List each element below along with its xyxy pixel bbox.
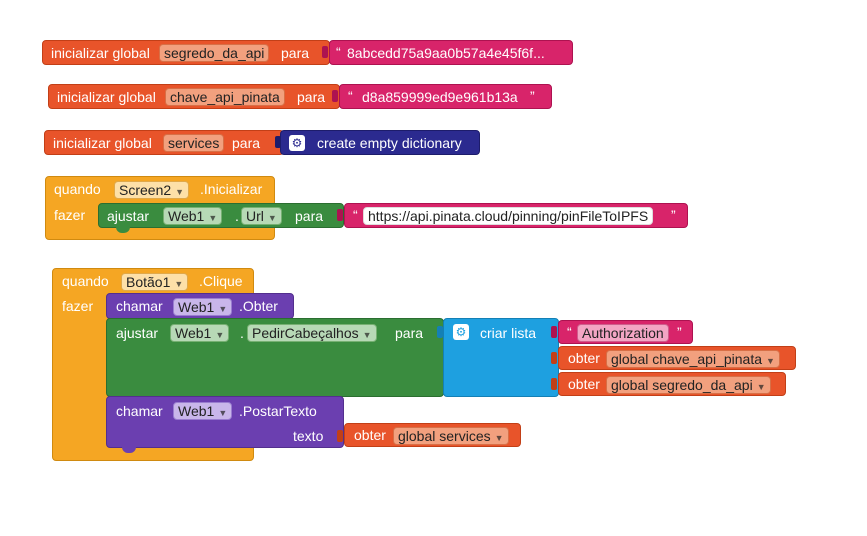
make-list-block[interactable]: ⚙ criar lista [443, 318, 559, 397]
obter-label: obter [568, 376, 600, 392]
chevron-down-icon: ▼ [766, 356, 775, 366]
value-socket [337, 209, 343, 221]
component-dropdown[interactable]: Botão1▼ [121, 273, 189, 291]
value-socket [437, 326, 443, 338]
dot-label: . [240, 325, 244, 341]
quote-close-icon: ” [671, 207, 676, 223]
para-label: para [297, 89, 326, 105]
quote-open-icon: “ [567, 324, 572, 340]
component-dropdown[interactable]: Web1▼ [173, 298, 233, 316]
set-request-headers-block[interactable]: ajustar Web1▼ . PedirCabeçalhos▼ para [106, 318, 444, 397]
text-block-api-secret[interactable]: “ 8abcedd75a9aa0b57a4e45f6f... [329, 40, 573, 65]
fazer-label: fazer [54, 207, 86, 223]
quote-open-icon: “ [348, 88, 353, 104]
fazer-label: fazer [62, 298, 94, 314]
component-dropdown[interactable]: Web1▼ [173, 402, 233, 420]
obter-label: obter [354, 427, 386, 443]
chevron-down-icon: ▼ [494, 433, 504, 443]
text-value[interactable]: Authorization [577, 324, 669, 342]
chevron-down-icon: ▼ [215, 330, 225, 340]
quote-open-icon: “ [353, 207, 358, 223]
init-label: inicializar global [53, 135, 152, 151]
block-notch [116, 227, 130, 233]
chamar-label: chamar [116, 403, 163, 419]
method-name: .Obter [239, 298, 278, 314]
value-socket [551, 378, 557, 390]
chevron-down-icon: ▼ [175, 187, 185, 197]
chevron-down-icon: ▼ [208, 213, 218, 223]
variable-dropdown[interactable]: global segredo_da_api▼ [606, 376, 771, 394]
get-global-segredo-block[interactable]: obter global segredo_da_api▼ [558, 372, 786, 396]
chamar-label: chamar [116, 298, 163, 314]
text-block-authorization[interactable]: “ Authorization ” [558, 320, 693, 344]
variable-name-field[interactable]: services [163, 134, 225, 152]
quote-open-icon: “ [336, 44, 341, 60]
list-label: criar lista [480, 325, 537, 341]
quote-close-icon: ” [677, 324, 682, 340]
obter-label: obter [568, 350, 600, 366]
value-socket [337, 430, 343, 442]
set-web-url-block[interactable]: ajustar Web1▼ . Url▼ para [98, 203, 344, 228]
init-label: inicializar global [57, 89, 156, 105]
chevron-down-icon: ▼ [218, 408, 228, 418]
text-block-api-key[interactable]: “ d8a859999ed9e961b13a ” [339, 84, 552, 109]
init-global-block-segredo[interactable]: inicializar global segredo_da_api para [42, 40, 330, 65]
variable-dropdown[interactable]: global chave_api_pinata▼ [606, 350, 780, 368]
para-label: para [232, 135, 261, 151]
chevron-down-icon: ▼ [362, 330, 372, 340]
init-global-block-chave[interactable]: inicializar global chave_api_pinata para [48, 84, 340, 109]
dot-label: . [235, 208, 239, 224]
text-value[interactable]: 8abcedd75a9aa0b57a4e45f6f... [347, 45, 545, 61]
init-global-block-services[interactable]: inicializar global services para [44, 130, 284, 155]
para-label: para [295, 208, 324, 224]
para-label: para [395, 325, 424, 341]
quote-close-icon: ” [530, 88, 535, 104]
value-socket [332, 90, 338, 102]
ajustar-label: ajustar [116, 325, 159, 341]
variable-name-field[interactable]: chave_api_pinata [165, 88, 285, 106]
event-name: .Inicializar [200, 181, 263, 197]
call-web-get-block[interactable]: chamar Web1▼ .Obter [106, 293, 294, 319]
screen-initialize-event[interactable]: quando Screen2▼ .Inicializar fazer [45, 176, 275, 240]
chevron-down-icon: ▼ [218, 304, 228, 314]
property-dropdown[interactable]: Url▼ [241, 207, 282, 225]
text-value[interactable]: d8a859999ed9e961b13a [362, 89, 518, 105]
component-dropdown[interactable]: Web1▼ [163, 207, 223, 225]
chevron-down-icon: ▼ [267, 213, 277, 223]
value-socket [275, 136, 281, 148]
component-dropdown[interactable]: Screen2▼ [114, 181, 190, 199]
get-global-services-block[interactable]: obter global services▼ [344, 423, 521, 447]
init-label: inicializar global [51, 45, 150, 61]
method-name: .PostarTexto [239, 403, 317, 419]
variable-name-field[interactable]: segredo_da_api [159, 44, 270, 62]
chevron-down-icon: ▼ [756, 382, 766, 392]
block-notch [122, 447, 136, 453]
value-socket [551, 352, 557, 364]
para-label: para [281, 45, 310, 61]
value-socket [322, 46, 328, 58]
value-socket [551, 326, 557, 338]
event-name: .Clique [199, 273, 243, 289]
text-value[interactable]: https://api.pinata.cloud/pinning/pinFile… [363, 207, 654, 225]
gear-icon[interactable]: ⚙ [453, 324, 469, 340]
text-block-url[interactable]: “ https://api.pinata.cloud/pinning/pinFi… [344, 203, 688, 228]
create-empty-dictionary-block[interactable]: ⚙ create empty dictionary [280, 130, 480, 155]
property-dropdown[interactable]: PedirCabeçalhos▼ [247, 324, 377, 342]
gear-icon[interactable]: ⚙ [289, 135, 305, 151]
component-dropdown[interactable]: Web1▼ [170, 324, 230, 342]
quando-label: quando [62, 273, 109, 289]
get-global-chave-block[interactable]: obter global chave_api_pinata▼ [558, 346, 796, 370]
texto-label: texto [293, 428, 324, 444]
call-web-post-text-block[interactable]: chamar Web1▼ .PostarTexto texto [106, 396, 344, 448]
quando-label: quando [54, 181, 101, 197]
variable-dropdown[interactable]: global services▼ [393, 427, 509, 445]
dictionary-label: create empty dictionary [317, 135, 462, 151]
chevron-down-icon: ▼ [174, 279, 184, 289]
ajustar-label: ajustar [107, 208, 150, 224]
